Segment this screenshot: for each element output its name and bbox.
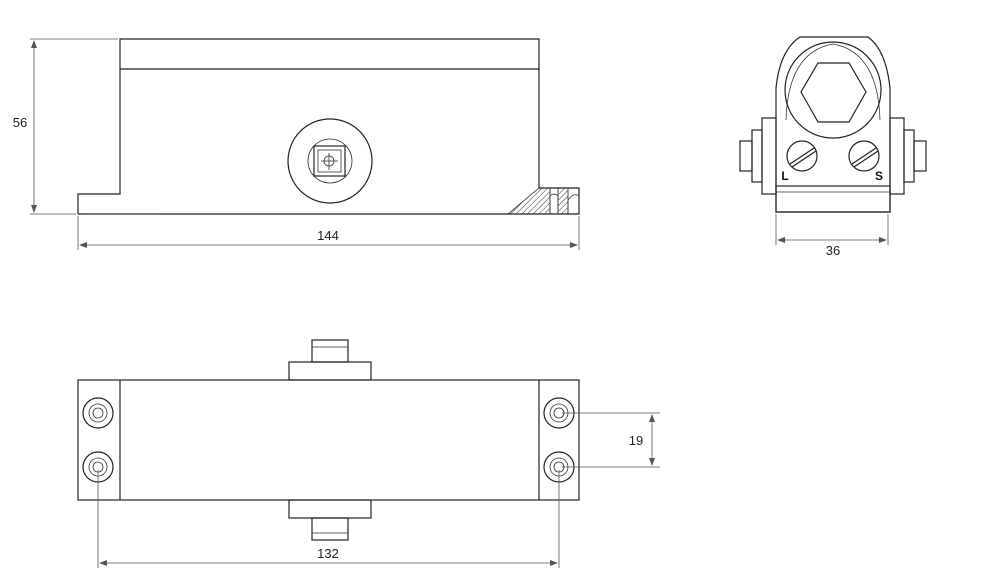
mount-length-label: 132 — [317, 546, 339, 561]
top-spindle — [288, 339, 372, 381]
hatched-section — [506, 187, 580, 215]
hole-spacing-dimension: 19 — [562, 412, 660, 468]
length-label: 144 — [317, 228, 339, 243]
height-label: 56 — [13, 115, 27, 130]
height-dimension: 56 — [13, 38, 118, 215]
spindle — [287, 118, 373, 204]
valve-label-left: L — [781, 169, 788, 183]
left-valve-boss — [739, 117, 777, 195]
valve-screw-right — [848, 140, 880, 172]
width-dimension: 36 — [775, 214, 889, 258]
side-view: 56 144 — [13, 38, 580, 250]
mounting-hole-top-left — [82, 397, 114, 429]
length-dimension: 144 — [77, 216, 580, 250]
top-view: 19 132 — [77, 339, 660, 568]
hole-spacing-label: 19 — [629, 433, 643, 448]
valve-label-right: S — [875, 169, 883, 183]
right-valve-boss — [889, 117, 927, 195]
valve-screw-left — [786, 140, 818, 172]
bottom-spindle — [288, 499, 372, 541]
end-view: L S 36 — [739, 36, 927, 258]
hex-socket — [784, 41, 882, 139]
width-label: 36 — [826, 243, 840, 258]
mount-length-dimension: 132 — [97, 470, 560, 568]
